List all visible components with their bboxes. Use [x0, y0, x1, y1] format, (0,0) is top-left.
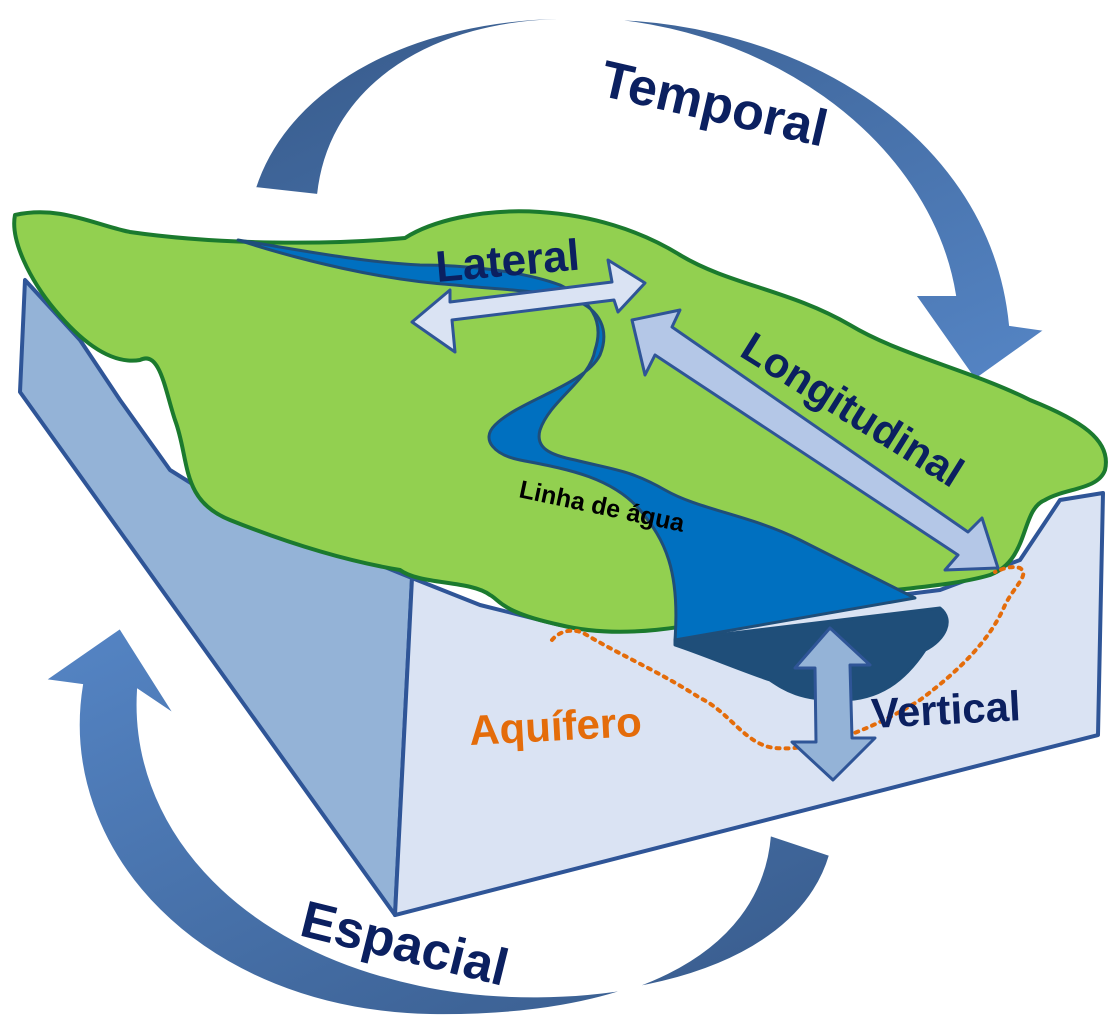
aquifero-label: Aquífero: [468, 698, 643, 754]
temporal-cycle-arrow: [253, 16, 1048, 382]
longitudinal-arrow: [630, 308, 1000, 572]
lateral-arrow: [410, 258, 647, 354]
espacial-cycle-arrow: [42, 626, 832, 1017]
vertical-arrow: [790, 626, 877, 782]
vertical-label: Vertical: [870, 682, 1022, 737]
